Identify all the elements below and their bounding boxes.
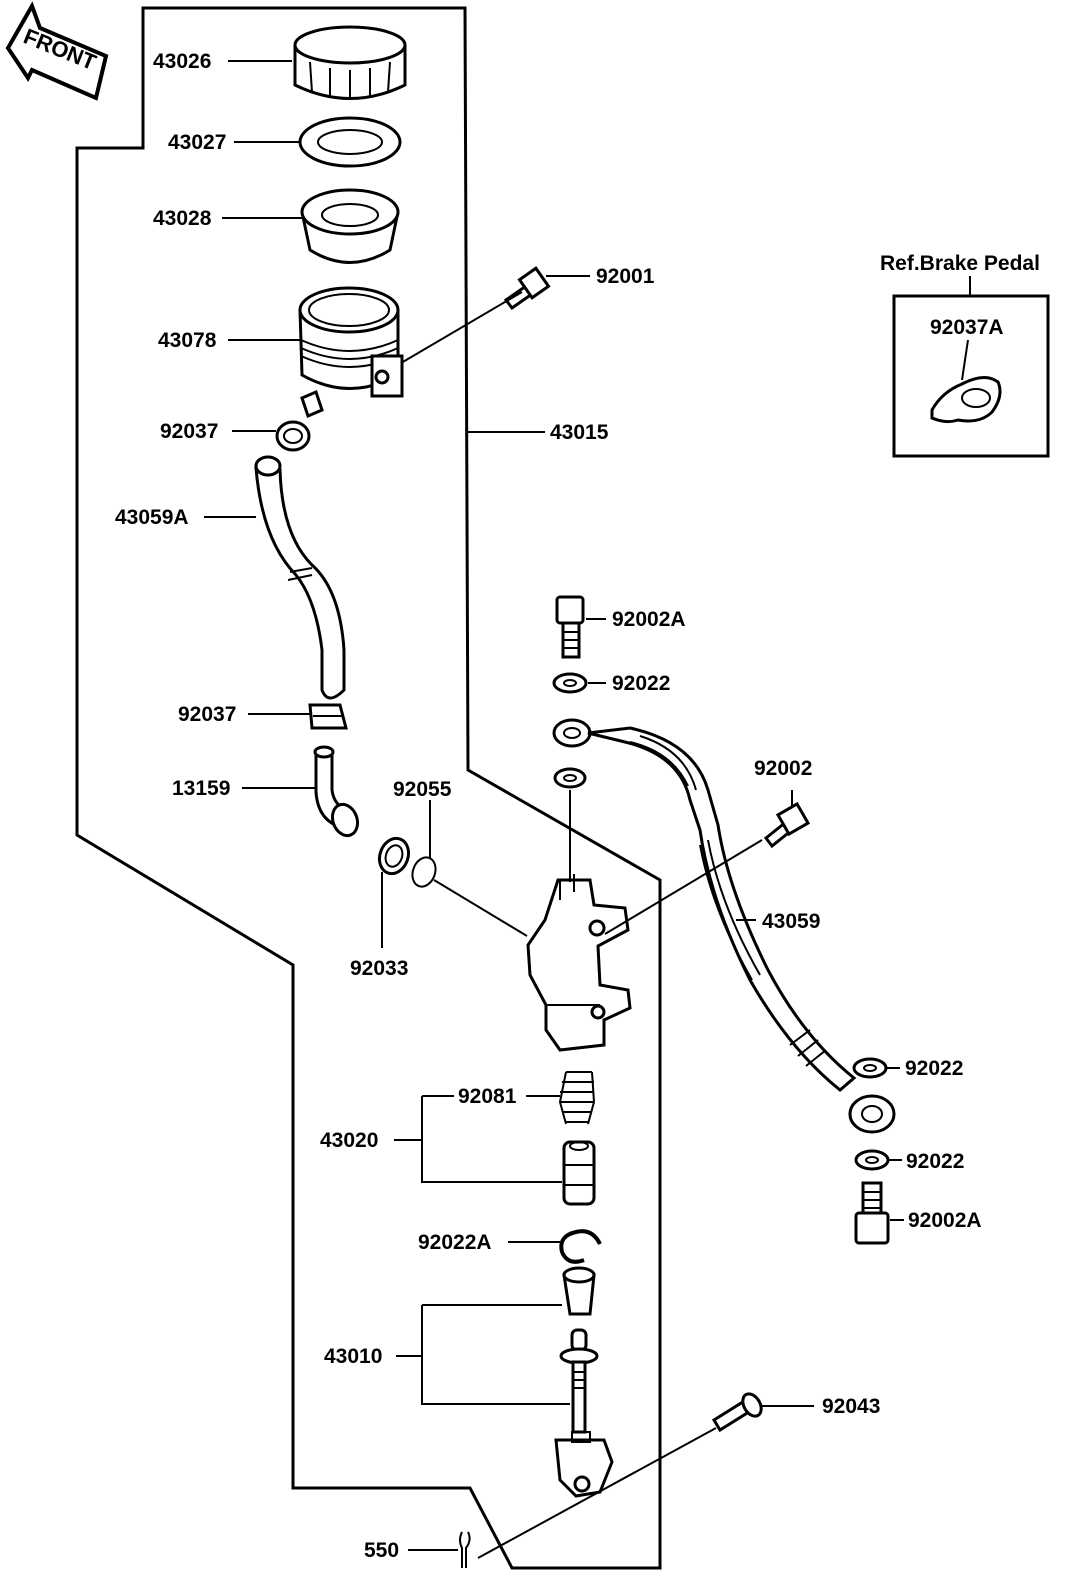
label-92033: 92033 [350, 957, 408, 980]
label-43015: 43015 [550, 421, 609, 444]
label-43027: 43027 [168, 131, 226, 154]
clamp-92037-lower [308, 703, 348, 730]
label-92081: 92081 [458, 1085, 517, 1108]
ref-box-part-label: 92037A [930, 316, 1004, 339]
label-92022A: 92022A [418, 1231, 492, 1254]
ref-box [892, 294, 1050, 458]
label-92002A-top: 92002A [612, 608, 686, 631]
elbow-fitting [313, 745, 360, 838]
label-92022-top: 92022 [612, 672, 670, 695]
label-43059A: 43059A [115, 506, 189, 529]
label-43078: 43078 [158, 329, 217, 352]
o-ring-92055 [411, 856, 437, 888]
label-92055: 92055 [393, 778, 452, 801]
label-92002: 92002 [754, 757, 812, 780]
label-13159: 13159 [172, 777, 230, 800]
banjo-bolt-92002A-upper [555, 595, 585, 659]
assembly-frame [75, 6, 662, 1570]
front-arrow-icon: FRONT [5, 1, 109, 101]
primary-piston [562, 1140, 596, 1206]
label-92043: 92043 [822, 1395, 880, 1418]
label-43026: 43026 [153, 50, 211, 73]
washer-92022-upper [552, 672, 588, 694]
diaphragm-plate [298, 116, 402, 168]
circlip-92022A [559, 1229, 602, 1264]
label-92037-bottom: 92037 [178, 703, 236, 726]
label-43010: 43010 [324, 1345, 382, 1368]
washer-92022-mid [852, 1057, 888, 1079]
label-92022-mid: 92022 [905, 1057, 963, 1080]
clamp-92037A [930, 376, 1002, 424]
label-92022-low: 92022 [906, 1150, 964, 1173]
reservoir-cap [293, 25, 407, 100]
spring-92081 [558, 1071, 596, 1125]
reservoir-hose [254, 455, 346, 700]
bolt-92002 [763, 801, 811, 849]
washer-92022-low [854, 1149, 890, 1171]
diaphragm [300, 188, 400, 264]
dust-boot [562, 1266, 596, 1316]
master-cylinder-body [526, 874, 632, 1052]
cotter-pin-550 [459, 1531, 471, 1568]
push-rod [554, 1328, 614, 1498]
banjo-fitting-upper [552, 718, 592, 748]
bolt-92001 [503, 266, 551, 311]
label-43020: 43020 [320, 1129, 378, 1152]
label-550: 550 [364, 1539, 399, 1562]
ref-box-title: Ref.Brake Pedal [880, 252, 1040, 275]
clevis-pin-92043 [711, 1392, 763, 1433]
label-92001: 92001 [596, 265, 655, 288]
clamp-92037-upper [275, 420, 311, 452]
label-92002A-low: 92002A [908, 1209, 982, 1232]
label-43028: 43028 [153, 207, 212, 230]
banjo-bolt-92002A-lower [854, 1181, 890, 1245]
washer-upper-second [553, 767, 587, 789]
label-43059: 43059 [762, 910, 820, 933]
reservoir-tank [298, 286, 404, 419]
label-92037-top: 92037 [160, 420, 218, 443]
brake-hose [587, 726, 896, 1134]
seal-92033 [377, 836, 411, 876]
